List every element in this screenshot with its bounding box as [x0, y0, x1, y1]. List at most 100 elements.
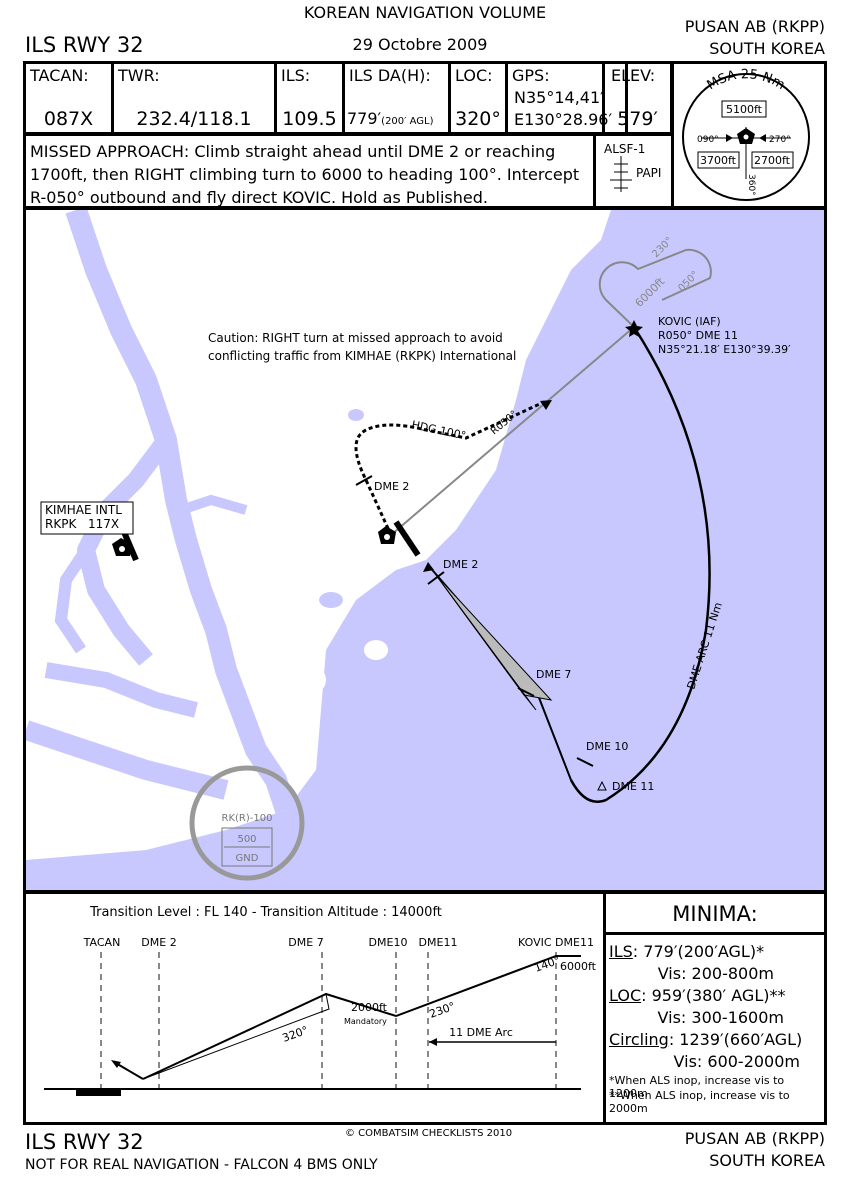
twr-label: TWR: — [118, 66, 160, 85]
profile-dme10-label: DME10 — [369, 936, 408, 949]
elev-box: ELEV: 579′ — [602, 61, 673, 135]
dme2-label: DME 2 — [443, 558, 478, 571]
twr-cell: TWR: 232.4/118.1 — [114, 64, 277, 132]
da-value: 779′(200′ AGL) — [347, 109, 448, 128]
loc-value: 320° — [455, 108, 501, 130]
minima-ils-vis: Vis: 200-800m — [657, 964, 774, 983]
msa-radial-090: 090° — [697, 135, 719, 145]
da-agl: (200′ AGL) — [381, 116, 434, 127]
papi-icon — [610, 156, 632, 192]
loc-cell: LOC: 320° — [451, 64, 508, 132]
twr-value: 232.4/118.1 — [136, 108, 252, 130]
kovic-radial: R050° DME 11 — [658, 329, 738, 342]
dme10-label: DME 10 — [586, 740, 628, 753]
minima-ils-value: : 779′(200′AGL)* — [632, 942, 765, 961]
volume-title: KOREAN NAVIGATION VOLUME — [303, 3, 547, 22]
da-label: ILS DA(H): — [349, 66, 431, 85]
ils-label: ILS: — [281, 66, 311, 85]
minima-box: MINIMA: ILS: 779′(200′AGL)* Vis: 200-800… — [603, 891, 827, 1125]
plan-view: RK(R)-100 500 GND 6000ft 230° 050° KIMHA… — [23, 207, 827, 893]
transition-level: Transition Level : FL 140 - Transition A… — [89, 905, 442, 920]
radial-050-line — [390, 326, 635, 536]
dme-arc — [569, 326, 711, 803]
plan-view-map: RK(R)-100 500 GND 6000ft 230° 050° KIMHA… — [26, 210, 824, 890]
procedure-title: ILS RWY 32 — [25, 33, 144, 57]
caution-line-1: Caution: RIGHT turn at missed approach t… — [208, 331, 503, 345]
caution-line-2: conflicting traffic from KIMHAE (RKPK) I… — [208, 349, 516, 363]
minima-circling: Circling: 1239′(660′AGL) — [609, 1030, 802, 1049]
runway-32 — [393, 520, 421, 557]
profile-kovic-label: KOVIC DME11 — [518, 936, 594, 949]
restricted-area-bottom: GND — [236, 853, 259, 864]
minima-divider — [606, 932, 824, 935]
kimhae-code: RKPK — [45, 517, 77, 531]
footer-airport: PUSAN AB (RKPP) — [684, 1129, 825, 1148]
kimhae-name: KIMHAE INTL — [45, 503, 122, 517]
msa-sw-alt: 3700ft — [700, 154, 737, 167]
runway-block — [76, 1089, 121, 1096]
restricted-area-top: 500 — [237, 834, 256, 845]
minima-ils-key: ILS — [609, 942, 633, 961]
tacan-value: 087X — [43, 108, 94, 130]
kovic-fix-icon — [625, 320, 643, 337]
footer-copyright: © COMBATSIM CHECKLISTS 2010 — [345, 1128, 513, 1139]
lighting-label: ALSF-1 — [604, 142, 646, 156]
msa-radial-360: 360° — [746, 174, 756, 196]
kimhae-tacan-icon — [112, 538, 132, 556]
gps-label: GPS: — [512, 66, 550, 85]
gps-north: N35°14,41′ — [514, 88, 604, 107]
footer-procedure: ILS RWY 32 — [25, 1130, 144, 1154]
minima-note-1: *When ALS inop, increase vis to 1200m — [609, 1074, 785, 1100]
minima-loc-vis: Vis: 300-1600m — [657, 1008, 784, 1027]
restricted-area-name: RK(R)-100 — [222, 813, 273, 824]
msa-north-alt: 5100ft — [726, 103, 763, 116]
sea-area — [26, 210, 824, 890]
profile-dme7-label: DME 7 — [288, 936, 323, 949]
chart-date: 29 Octobre 2009 — [352, 35, 488, 54]
msa-diagram: MSA 25 Nm 5100ft 090° 270° 3700ft 2700ft… — [682, 67, 810, 201]
da-cell: ILS DA(H): 779′(200′ AGL) — [345, 64, 451, 132]
minima-note-2: **When ALS inop, increase vis to 2000m — [609, 1089, 790, 1115]
footer-disclaimer: NOT FOR REAL NAVIGATION - FALCON 4 BMS O… — [25, 1157, 378, 1173]
kimhae-tacan: 117X — [88, 517, 119, 531]
minima-loc-value: : 959′(380′ AGL)** — [641, 986, 786, 1005]
lighting-box: ALSF-1 PAPI — [593, 133, 673, 209]
footer-country: SOUTH KOREA — [709, 1151, 825, 1170]
minima-circling-vis: Vis: 600-2000m — [673, 1052, 800, 1071]
profile-alt-6000: 6000ft — [560, 960, 597, 973]
minima-circling-key: Circling — [609, 1030, 669, 1049]
tacan-icon — [378, 526, 396, 544]
profile-diagram: Transition Level : FL 140 - Transition A… — [44, 905, 597, 1096]
dme7-label: DME 7 — [536, 668, 571, 681]
kovic-coords: N35°21.18′ E130°39.39′ — [658, 343, 791, 356]
elev-value: 579′ — [617, 108, 658, 130]
minima-title: MINIMA: — [672, 902, 758, 926]
profile-arc-label: 11 DME Arc — [449, 1026, 513, 1039]
gps-cell: GPS: N35°14,41′ E130°28.96′ — [508, 64, 628, 132]
missed-approach-text: MISSED APPROACH: Climb straight ahead un… — [30, 142, 580, 207]
profile-course-320: 320° — [281, 1024, 310, 1045]
minima-circling-value: : 1239′(660′AGL) — [668, 1030, 803, 1049]
kovic-name: KOVIC (IAF) — [658, 315, 721, 328]
ils-value: 109.5 — [282, 108, 337, 130]
missed-dme2-label: DME 2 — [374, 480, 409, 493]
profile-mandatory: Mandatory — [344, 1017, 387, 1026]
profile-dme11-label: DME11 — [419, 936, 458, 949]
tacan-cell: TACAN: 087X — [26, 64, 114, 132]
info-row: TACAN: 087X TWR: 232.4/118.1 ILS: 109.5 … — [23, 61, 673, 135]
profile-tacan-label: TACAN — [83, 936, 121, 949]
elev-label: ELEV: — [611, 66, 656, 85]
loc-label: LOC: — [455, 66, 493, 85]
profile-dme2-label: DME 2 — [141, 936, 176, 949]
msa-se-alt: 2700ft — [754, 154, 791, 167]
dme11-label: DME 11 — [612, 780, 654, 793]
airport-country: SOUTH KOREA — [709, 39, 825, 58]
missed-approach-path — [354, 400, 545, 536]
da-main: 779′ — [347, 109, 382, 128]
profile-course-140: 140° — [533, 954, 562, 975]
tacan-label: TACAN: — [30, 66, 89, 85]
minima-loc: LOC: 959′(380′ AGL)** — [609, 986, 785, 1005]
missed-approach-box: MISSED APPROACH: Climb straight ahead un… — [23, 133, 673, 209]
msa-radial-270: 270° — [769, 135, 791, 145]
papi-label: PAPI — [636, 166, 662, 180]
